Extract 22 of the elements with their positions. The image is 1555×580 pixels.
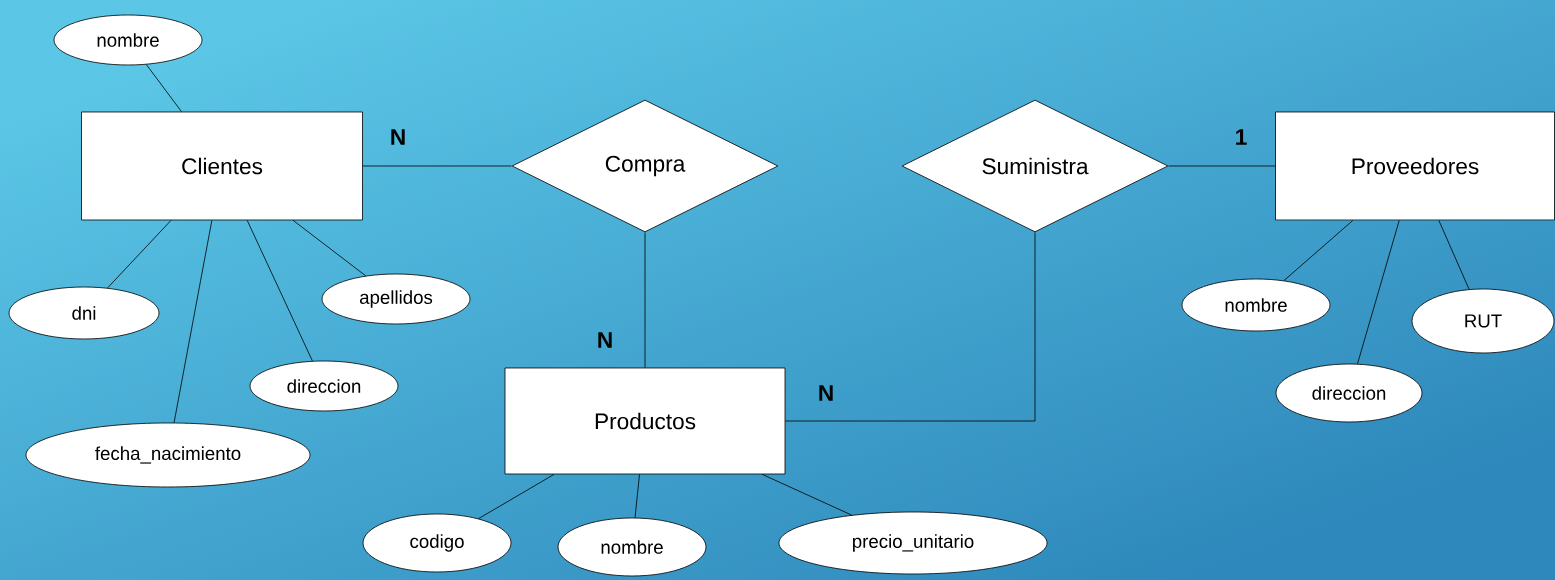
connector-line xyxy=(1283,220,1354,281)
connector-line xyxy=(634,474,640,518)
connector-line xyxy=(146,64,182,112)
cardinality-label: N xyxy=(391,129,405,145)
connector-line xyxy=(1438,220,1470,290)
connector-line xyxy=(246,220,313,362)
connector-line xyxy=(1357,220,1400,365)
connector-line xyxy=(644,232,646,368)
cardinality-label: N xyxy=(819,385,833,401)
connector-line xyxy=(478,474,555,519)
connector-line xyxy=(292,220,367,277)
connector-line xyxy=(1168,165,1276,167)
connector-line xyxy=(107,220,172,289)
cardinality-label: 1 xyxy=(1236,129,1247,145)
entity-box: Productos xyxy=(504,367,786,475)
entity-box: Clientes xyxy=(81,111,363,221)
entity-box: Proveedores xyxy=(1275,111,1555,221)
connector-line xyxy=(173,220,213,423)
connector-line xyxy=(362,165,512,167)
cardinality-label: N xyxy=(598,332,612,348)
connector-line xyxy=(785,232,1036,422)
connector-line xyxy=(761,474,853,516)
